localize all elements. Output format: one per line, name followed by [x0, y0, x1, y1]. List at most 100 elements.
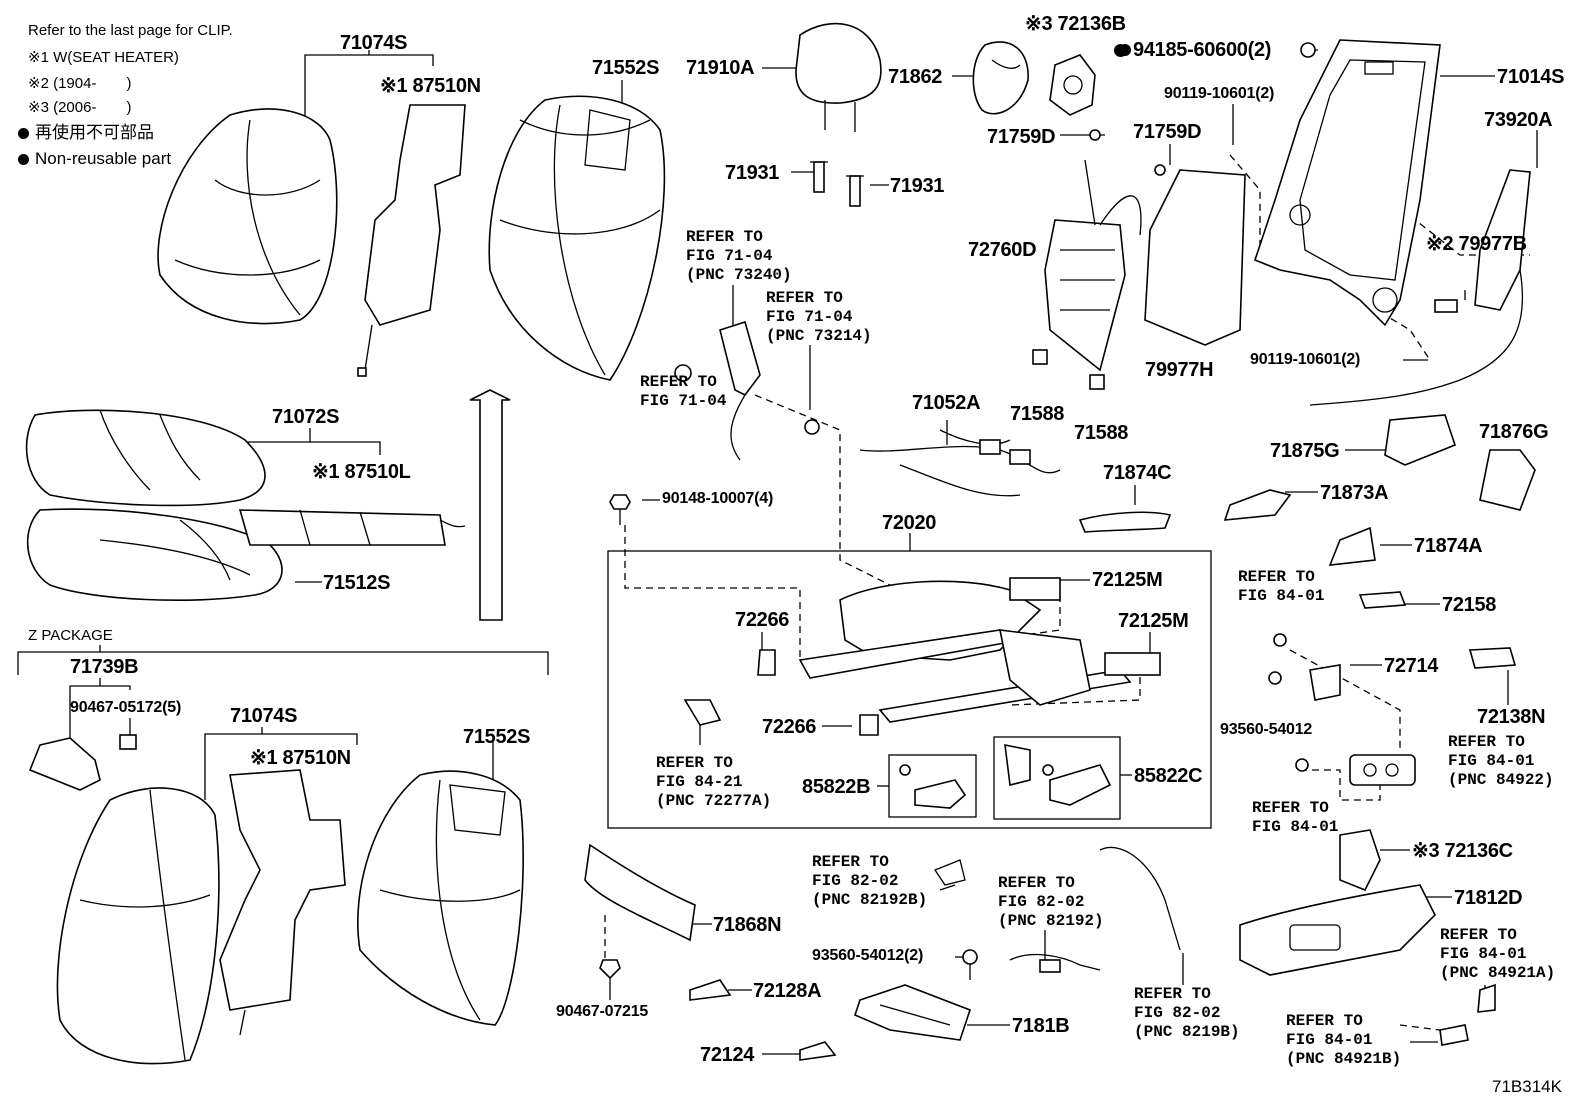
- part-71875g: 71875G: [1270, 440, 1340, 462]
- leader-lines: [17, 49, 1538, 1055]
- part-79977b: ※2 79977B: [1426, 233, 1527, 255]
- part-71931-right: 71931: [890, 175, 945, 197]
- part-79977h: 79977H: [1145, 359, 1214, 381]
- part-87510n: ※1 87510N: [380, 75, 481, 97]
- part-72760d: 72760D: [968, 239, 1037, 261]
- part-72136c: ※3 72136C: [1412, 840, 1513, 862]
- part-90119-upper: 90119-10601(2): [1164, 85, 1275, 102]
- ref-fig-71-04-73214: REFER TO FIG 71-04 (PNC 73214): [766, 289, 872, 345]
- lumbar-motor-72136b: [1049, 54, 1096, 116]
- cover-71874c: [1078, 511, 1172, 533]
- ref-fig-84-01-84921a: REFER TO FIG 84-01 (PNC 84921A): [1440, 926, 1556, 982]
- part-71910a: 71910A: [686, 57, 755, 79]
- seatback-cover-71074s-lower: [56, 787, 220, 1065]
- note-clip: Refer to the last page for CLIP.: [28, 22, 233, 39]
- ref-fig-84-21: REFER TO FIG 84-21 (PNC 72277A): [656, 754, 772, 810]
- part-90119-lower: 90119-10601(2): [1250, 351, 1361, 368]
- covers-72128a-72124: [689, 979, 837, 1061]
- part-71874c: 71874C: [1103, 462, 1172, 484]
- part-71759d-left: 71759D: [987, 126, 1056, 148]
- cover-71739b: [28, 734, 137, 791]
- part-71739b: 71739B: [70, 656, 139, 678]
- note-1904: ※2 (1904- ): [28, 75, 132, 92]
- harness-82192: [934, 846, 1181, 973]
- bolt-90148: [609, 494, 631, 525]
- z-package-label: Z PACKAGE: [28, 627, 113, 644]
- part-72136b: ※3 72136B: [1025, 13, 1126, 35]
- part-71588-left: 71588: [1010, 403, 1065, 425]
- part-71873a: 71873A: [1320, 482, 1389, 504]
- part-71812d: 71812D: [1454, 887, 1523, 909]
- ref-fig-84-01-84921b: REFER TO FIG 84-01 (PNC 84921B): [1286, 1012, 1402, 1068]
- note-nonreusable-text: Non-reusable part: [35, 149, 172, 168]
- ref-fig-71-04-73240: REFER TO FIG 71-04 (PNC 73240): [686, 228, 792, 284]
- cushion-pad-71512s: [26, 508, 283, 601]
- seatback-cover-71074s: [157, 108, 338, 325]
- motors-85822: [899, 743, 1112, 809]
- part-72266-top: 72266: [735, 609, 790, 631]
- bracket-72277a: [683, 699, 722, 726]
- switch-84922: [1349, 754, 1416, 786]
- part-94185-text: 94185-60600(2): [1133, 39, 1272, 61]
- cover-71868n: [584, 843, 696, 942]
- seat-heater-87510l: [238, 509, 466, 546]
- ref-fig-71-04: REFER TO FIG 71-04: [640, 373, 727, 410]
- seat-track-72020: [757, 577, 1161, 736]
- part-85822b: 85822B: [802, 776, 871, 798]
- part-87510n-lower: ※1 87510N: [250, 747, 351, 769]
- part-72714: 72714: [1384, 655, 1439, 677]
- diagram-code: 71B314K: [1492, 1077, 1562, 1096]
- part-71052a: 71052A: [912, 392, 981, 414]
- seatbelt-buckle: [674, 320, 820, 461]
- seatback-frame-71014s: [1254, 39, 1441, 327]
- bolt-93560: [962, 949, 978, 980]
- part-85822c: 85822C: [1134, 765, 1203, 787]
- part-71074s: 71074S: [340, 32, 408, 54]
- headrest-71910a: [795, 22, 882, 132]
- part-71876g: 71876G: [1479, 421, 1549, 443]
- part-72020: 72020: [882, 512, 937, 534]
- direction-arrow: [469, 389, 511, 621]
- part-71862: 71862: [888, 66, 943, 88]
- cushion-cover-71072s: [25, 409, 266, 507]
- part-71759d-right: 71759D: [1133, 121, 1202, 143]
- part-87510l: ※1 87510L: [312, 461, 411, 483]
- part-71552s-lower: 71552S: [463, 726, 531, 748]
- part-71874a: 71874A: [1414, 535, 1483, 557]
- part-72266-bottom: 72266: [762, 716, 817, 738]
- note-jp: 再使用不可部品: [18, 124, 154, 141]
- frame-7181b: [854, 984, 972, 1041]
- part-71868n: 71868N: [713, 914, 782, 936]
- back-pad-79977h: [1144, 169, 1246, 346]
- side-cover-71812d: [1239, 884, 1436, 976]
- bullet-icon: [18, 128, 29, 139]
- part-71588-right: 71588: [1074, 422, 1129, 444]
- seatback-pad-71552s-upper: [488, 95, 666, 381]
- clips-71588: [1032, 349, 1105, 390]
- part-7181b: 7181B: [1012, 1015, 1070, 1037]
- part-71072s: 71072S: [272, 406, 340, 428]
- part-71014s: 71014S: [1497, 66, 1565, 88]
- part-72128a: 72128A: [753, 980, 822, 1002]
- seat-heater-87510n-lower: [219, 769, 346, 1036]
- part-71074s-lower: 71074S: [230, 705, 298, 727]
- part-90467-lower: 90467-07215: [556, 1003, 649, 1020]
- part-93560-lower: 93560-54012(2): [812, 947, 924, 964]
- ref-fig-84-01-b: REFER TO FIG 84-01: [1252, 799, 1339, 836]
- part-72138n: 72138N: [1477, 706, 1546, 728]
- speaker-cover-71862: [972, 41, 1029, 115]
- seat-heater-87510n-upper: [357, 104, 466, 377]
- ref-fig-82-02-8219b: REFER TO FIG 82-02 (PNC 8219B): [1134, 985, 1240, 1041]
- part-94185: 94185-60600(2): [1114, 40, 1271, 60]
- bullet-icon: [1114, 44, 1127, 57]
- headrest-guides-71931: [810, 161, 864, 207]
- wire-harness-71052a: [859, 429, 1061, 497]
- bullet-icon: [18, 154, 29, 165]
- note-jp-text: 再使用不可部品: [35, 123, 154, 142]
- part-71552s: 71552S: [592, 57, 660, 79]
- part-72125m-top: 72125M: [1092, 569, 1163, 591]
- right-side-covers: [1223, 414, 1536, 772]
- note-2006: ※3 (2006- ): [28, 99, 132, 116]
